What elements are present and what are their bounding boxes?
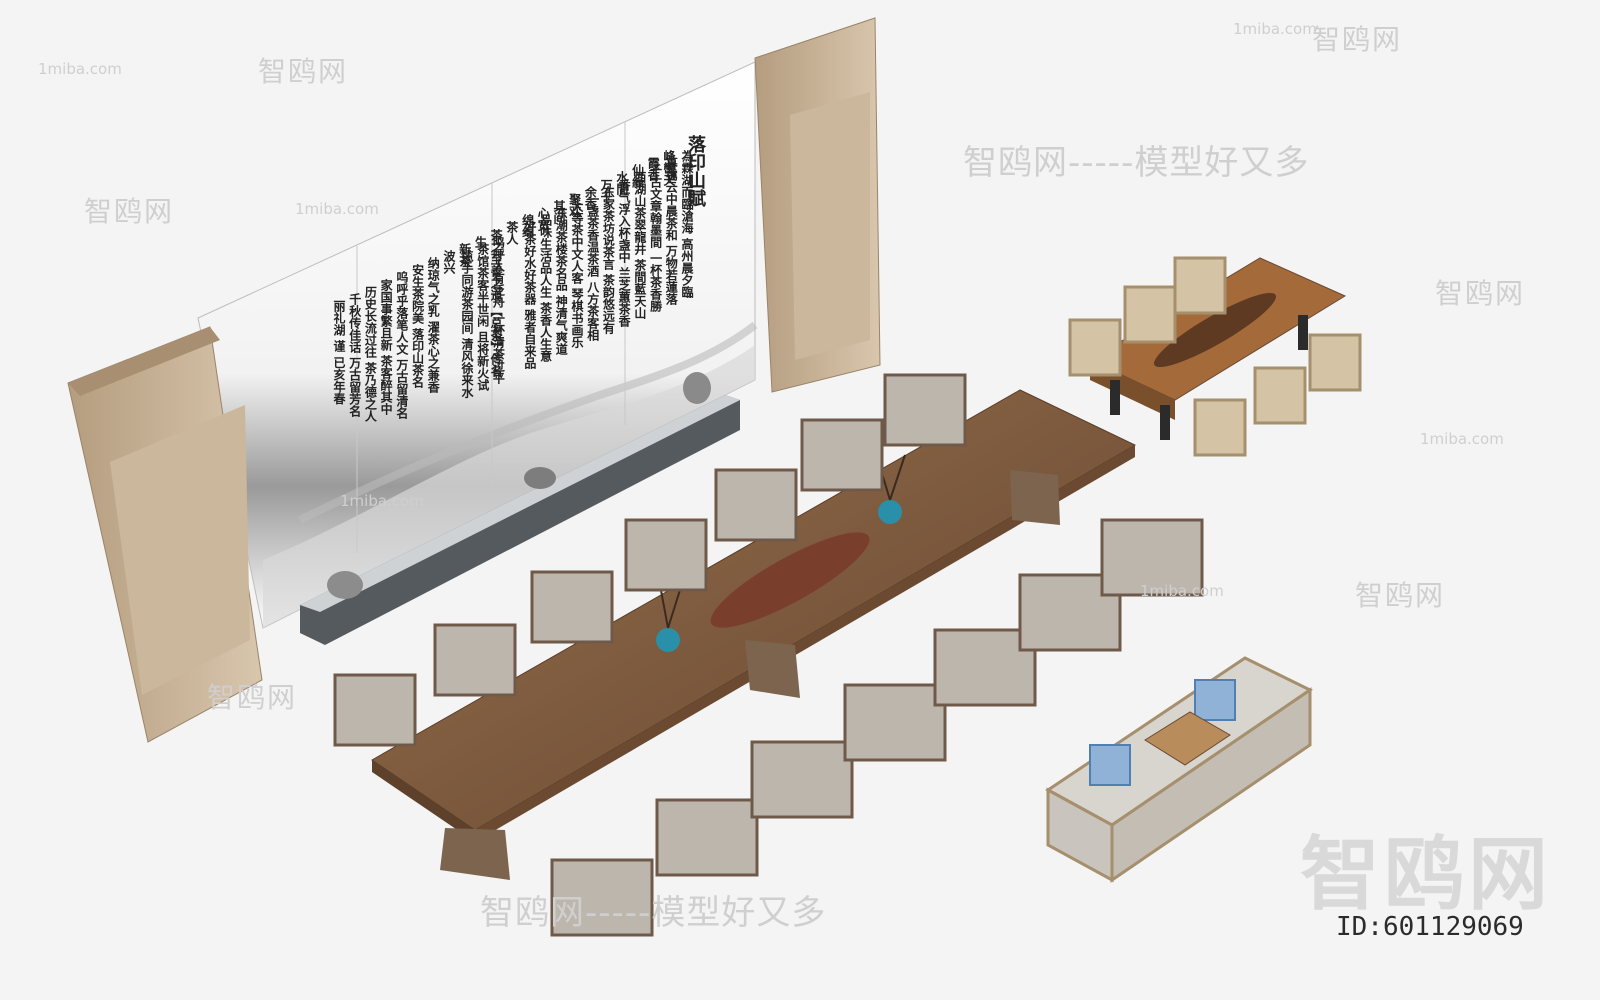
watermark-brand-3: 智鸥网 <box>84 195 175 228</box>
calligraphy-column: 东家茶坊说茶言 茶韵悠远有余香 <box>583 185 616 334</box>
watermark-brand: 智鸥网 <box>258 55 349 88</box>
calligraphy-column: 大等茶中文人客 琴棋书画乐其间 <box>552 200 584 349</box>
calligraphy-column: 千古文章翰墨間 一杯茶香勝仙緣 <box>630 164 663 313</box>
watermark-site: 1miba.com <box>38 60 122 78</box>
watermark-big-brand: 智鸥网 <box>1300 828 1552 921</box>
calligraphy-column: 香气浮入杯盏中 兰芝蕙茶香万千 <box>599 178 632 327</box>
watermark-site-5: 1miba.com <box>340 492 424 510</box>
calligraphy-column: 西湖山茶翠龍井 茶間藍天山水間 <box>614 171 647 320</box>
small-table-chairs <box>1068 256 1362 457</box>
left-display-shelf <box>67 326 263 743</box>
watermark-brand-6: 智鸥网 <box>207 681 298 714</box>
chair-row-back <box>333 373 967 747</box>
calligraphy-screen <box>197 61 758 629</box>
calligraphy-column: 為霖湖而臨滄海 高州晨夕臨峰巒天 <box>662 150 694 299</box>
watermark-site-3: 1miba.com <box>295 200 379 218</box>
calligraphy-column: 茶馆茶客半世闲 且将新火试新茶 <box>457 242 490 392</box>
watermark-site-4: 1miba.com <box>1420 430 1504 448</box>
calligraphy-column: 家国事繁且新 茶客醉其中 <box>379 278 394 415</box>
watermark-site-2: 1miba.com <box>1233 20 1317 38</box>
calligraphy-column: 品味生活品人生 茶香人生意绵绵 <box>520 214 553 363</box>
right-display-shelf <box>754 17 881 393</box>
calligraphy-column: 鸣呼人有泛舟 一杯清茶过平生 <box>473 235 506 384</box>
calligraphy-column: 千秋传佳话 万古留芳名 <box>347 292 362 418</box>
vase-left <box>656 584 681 652</box>
calligraphy-column: 茶之至善之道 【总茶】传名 <box>489 228 504 377</box>
stone-planter <box>300 372 740 645</box>
watermark-brand-4: 智鸥网 <box>1435 277 1526 310</box>
chair-row-front <box>550 518 1204 937</box>
calligraphy-column: 好茶好水好茶器 雅者自来品茶人 <box>504 221 537 370</box>
calligraphy-column: 纳琼气之乳 濯茶心之兼香 <box>426 257 441 394</box>
calligraphy-column: 一盏茶香温茶酒 八方茶客相聚欢 <box>567 192 600 342</box>
watermark-slogan: 智鸥网-----模型好又多 <box>963 143 1310 183</box>
calligraphy-column: 暮霭云中晨茶和 万物若蓮落霞香 <box>646 157 679 306</box>
calligraphy-column: 安生茶院美 落印山茶名 <box>410 264 425 389</box>
long-tea-table <box>371 389 1137 880</box>
sofa <box>1045 656 1313 883</box>
watermark-brand-2: 智鸥网 <box>1312 23 1403 56</box>
calligraphy-column: 东潮茶楼茶名品 神清气爽道心宽 <box>536 207 569 356</box>
watermark-brand-5: 智鸥网 <box>1355 579 1446 612</box>
calligraphy-column: 丽礼湖 谨 已亥年春 <box>332 300 346 405</box>
calligraphy-column: 历史长流过往 茶乃德之人 <box>363 285 378 422</box>
watermark-slogan-bottom: 智鸥网-----模型好又多 <box>480 893 827 933</box>
watermark-site-6: 1miba.com <box>1140 582 1224 600</box>
calligraphy-title: 落印山賦 <box>685 135 706 207</box>
model-id-label: ID:601129069 <box>1336 912 1524 942</box>
calligraphy-column: 呜呼乎落笔人文 万古留清名 <box>394 271 409 420</box>
calligraphy-column: 揽手同游茶园间 清风徐来水波兴 <box>442 250 474 399</box>
